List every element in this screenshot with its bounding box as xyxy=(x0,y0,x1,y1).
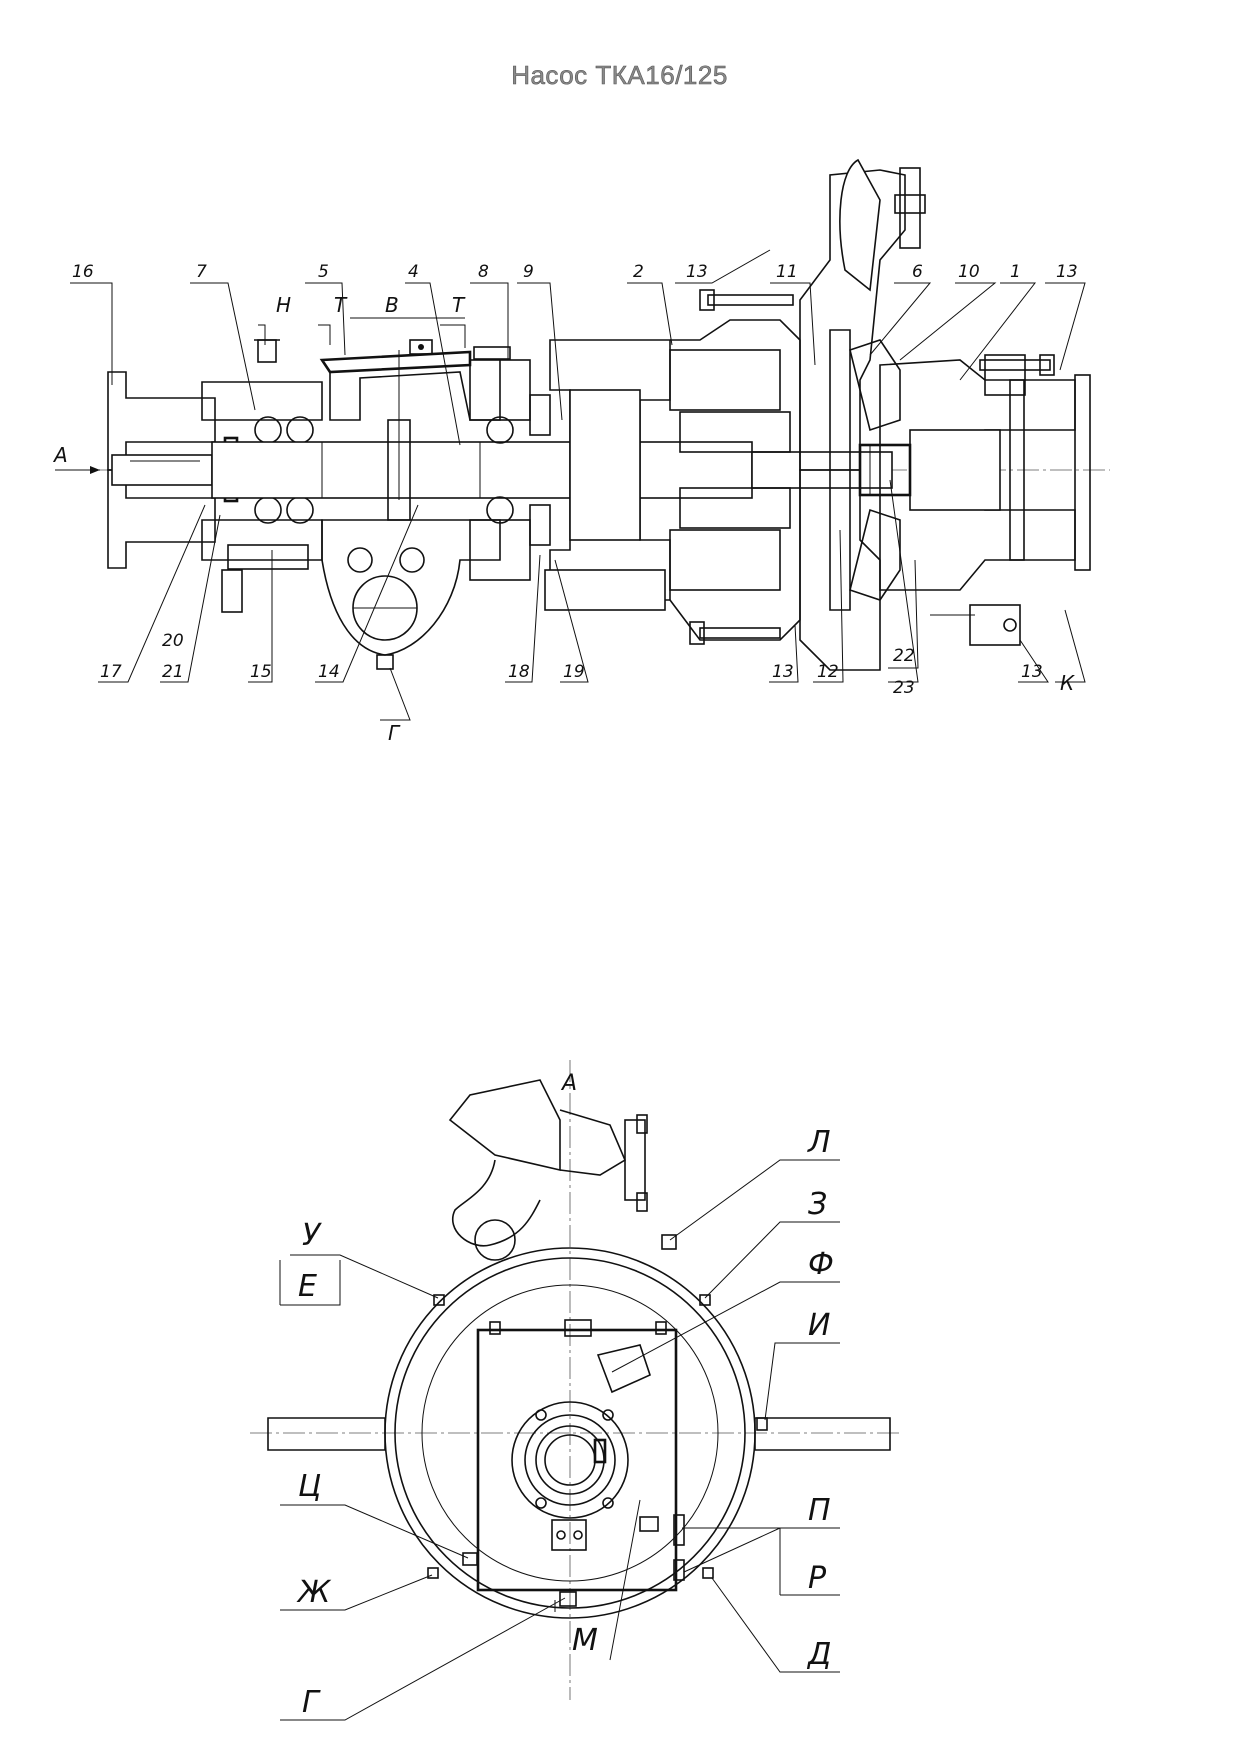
callout-ts: Ц xyxy=(298,1469,321,1504)
callout-6: 6 xyxy=(912,262,923,282)
callout-13-bottom-right: 13 xyxy=(1021,662,1043,682)
callout-13-top: 13 xyxy=(686,262,708,282)
callout-17: 17 xyxy=(100,662,122,682)
callout-m: М xyxy=(572,1623,598,1658)
callout-10: 10 xyxy=(958,262,980,282)
callout-g-end: Г xyxy=(302,1685,321,1720)
callout-9: 9 xyxy=(523,262,534,282)
callout-2: 2 xyxy=(633,262,644,282)
end-view-leaders xyxy=(279,1159,840,1721)
end-view: А У Е Л З Ф И Ц П Р Ж Д Г М xyxy=(250,1060,900,1721)
callout-18: 18 xyxy=(508,662,530,682)
callout-l: Л xyxy=(807,1125,831,1160)
section-leaders xyxy=(55,249,1086,721)
callout-8: 8 xyxy=(478,262,489,282)
callout-16: 16 xyxy=(72,262,94,282)
callout-23: 23 xyxy=(893,678,915,698)
view-arrow-label: А xyxy=(52,443,68,467)
callout-13-right: 13 xyxy=(1056,262,1078,282)
casing-studs xyxy=(689,167,1055,646)
callout-letter-k: К xyxy=(1060,671,1075,695)
end-view-label: А xyxy=(560,1071,577,1096)
callout-p: П xyxy=(808,1493,831,1528)
callout-f: Ф xyxy=(808,1247,834,1282)
impeller xyxy=(829,329,912,611)
callout-r: Р xyxy=(808,1561,827,1596)
callout-11: 11 xyxy=(776,262,798,282)
callout-13-bottom: 13 xyxy=(772,662,794,682)
callout-1: 1 xyxy=(1010,262,1021,282)
oil-chamber xyxy=(319,339,501,670)
callout-20: 20 xyxy=(162,631,184,651)
callout-letter-t1: Т xyxy=(334,293,348,317)
callout-i: И xyxy=(808,1308,830,1343)
callout-u: У xyxy=(302,1218,322,1253)
callout-15: 15 xyxy=(250,662,272,682)
callout-12: 12 xyxy=(817,662,839,682)
callout-zh: Ж xyxy=(296,1575,332,1610)
callout-5: 5 xyxy=(318,262,329,282)
callout-letter-v: В xyxy=(385,293,399,317)
lantern-bracket xyxy=(544,319,801,641)
callout-7: 7 xyxy=(196,262,207,282)
callout-19: 19 xyxy=(563,662,585,682)
callout-14: 14 xyxy=(318,662,340,682)
callout-e: Е xyxy=(298,1269,317,1304)
coupling-half xyxy=(107,371,216,569)
callout-22: 22 xyxy=(893,646,915,666)
pump-casing xyxy=(799,158,1091,671)
section-view: 16 7 5 4 8 9 2 13 11 6 10 1 13 17 20 21 … xyxy=(52,158,1110,745)
callout-4: 4 xyxy=(408,262,419,282)
callout-letter-n: Н xyxy=(276,293,291,317)
callout-letter-t2: Т xyxy=(452,293,466,317)
callout-z: З xyxy=(808,1187,827,1222)
callout-letter-g: Г xyxy=(388,721,401,745)
sheet-title: Насос ТКА16/125 xyxy=(511,60,728,91)
callout-21: 21 xyxy=(162,662,184,682)
callout-d: Д xyxy=(806,1637,831,1672)
rear-bearing-assembly xyxy=(469,346,551,581)
